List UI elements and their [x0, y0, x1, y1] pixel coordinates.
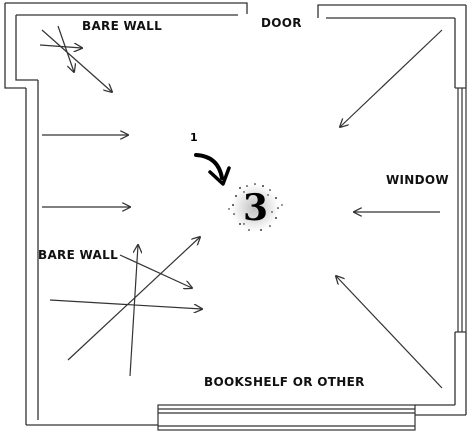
center-stipple — [228, 183, 283, 231]
window-label: WINDOW — [386, 173, 449, 187]
center-glow — [231, 184, 279, 232]
bare-wall-top-label: BARE WALL — [82, 19, 163, 33]
bookshelf-outline — [157, 404, 416, 431]
arrow — [129, 245, 138, 377]
arrow — [119, 254, 192, 288]
center-number: 3 — [243, 187, 269, 229]
flow-arrows — [39, 25, 443, 389]
window-frame — [455, 87, 467, 333]
curved-arrow-head — [208, 166, 231, 186]
arrow — [49, 299, 202, 309]
arrow — [57, 25, 74, 72]
arrow — [340, 29, 443, 127]
door-label: DOOR — [261, 16, 302, 30]
arrow — [39, 45, 82, 48]
step-marker: 1 — [190, 131, 198, 144]
curved-arrow — [194, 153, 224, 180]
arrow — [336, 276, 443, 389]
arrow — [41, 29, 112, 92]
bare-wall-left-label: BARE WALL — [38, 248, 119, 262]
arrow — [67, 237, 200, 361]
room-walls — [4, 2, 467, 426]
bookshelf-label: BOOKSHELF OR OTHER — [204, 375, 365, 389]
